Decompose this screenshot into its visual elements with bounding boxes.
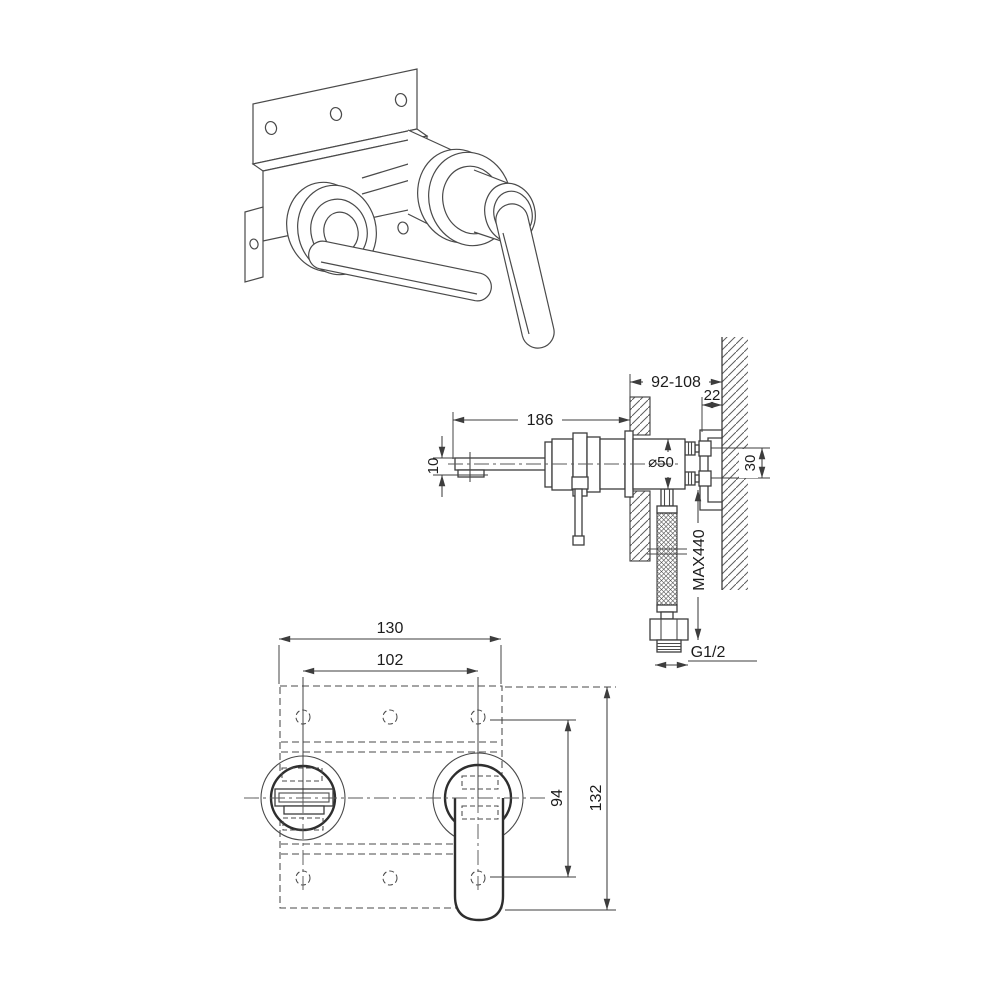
dim-label-hose-max-length: MAX440 bbox=[691, 529, 708, 590]
mixer-body-section bbox=[448, 430, 686, 546]
threaded-stub bbox=[656, 639, 682, 653]
front-wall bbox=[629, 396, 651, 562]
screw-hole bbox=[382, 709, 398, 725]
screw-boss bbox=[698, 470, 712, 487]
handle-lever-front bbox=[453, 798, 505, 922]
handle-lever bbox=[495, 203, 555, 349]
handle-side bbox=[571, 476, 589, 546]
dim-label-spout-length: 186 bbox=[527, 412, 554, 429]
isometric-view bbox=[244, 68, 555, 349]
dim-label-hole-pitch-vertical: 94 bbox=[549, 789, 566, 807]
screw-boss bbox=[698, 440, 712, 457]
dim-label-plate-width: 130 bbox=[377, 620, 404, 637]
dim-label-spout-height: 10 bbox=[425, 458, 442, 475]
fixing-screw bbox=[684, 441, 700, 456]
mounting-bracket bbox=[684, 429, 723, 511]
dim-label-hole-pitch-horizontal: 102 bbox=[377, 652, 404, 669]
side-dimensions: 92-108 22 186 10 ⌀50 30 bbox=[425, 374, 770, 669]
dim-label-bracket-offset: 22 bbox=[704, 387, 721, 404]
side-view: 92-108 22 186 10 ⌀50 30 bbox=[425, 337, 770, 669]
screw-hole bbox=[382, 870, 398, 886]
aerator bbox=[457, 469, 485, 478]
dim-label-plate-height: 132 bbox=[588, 785, 605, 812]
plate-hole bbox=[397, 221, 409, 235]
front-view: 130 102 94 132 bbox=[244, 620, 616, 922]
plate-hole bbox=[264, 120, 278, 136]
dim-label-screw-spacing: 30 bbox=[742, 455, 759, 472]
front-dimensions: 130 102 94 132 bbox=[278, 620, 616, 911]
spout-outlet bbox=[274, 788, 334, 807]
braided-section bbox=[656, 512, 678, 606]
hidden-cartridge-detail bbox=[461, 775, 499, 790]
dim-label-recess-depth: 92-108 bbox=[651, 374, 701, 391]
dim-label-body-diameter: ⌀50 bbox=[648, 454, 674, 471]
plate-hole bbox=[329, 106, 343, 122]
hose-nut bbox=[649, 618, 689, 641]
flange-hole bbox=[249, 238, 259, 250]
spout bbox=[308, 240, 492, 302]
hidden-spout-detail bbox=[281, 767, 323, 782]
plate-hole bbox=[394, 92, 408, 108]
cartridge-body bbox=[407, 129, 536, 247]
fixing-screw bbox=[684, 471, 700, 486]
hidden-cartridge-detail bbox=[461, 805, 499, 820]
dim-label-connection-thread: G1/2 bbox=[691, 644, 726, 661]
flexible-hose bbox=[647, 488, 689, 653]
